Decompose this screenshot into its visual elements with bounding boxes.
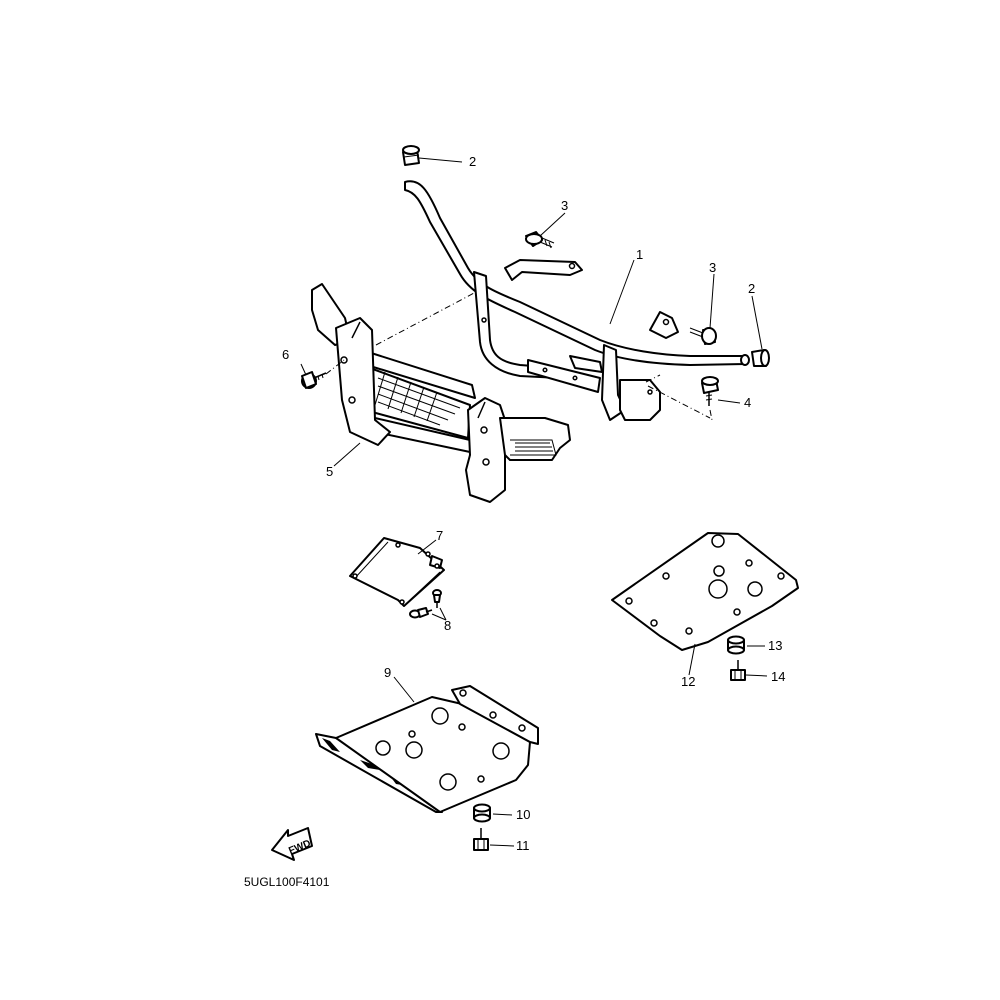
callout-10: 10 <box>516 807 530 822</box>
flange-bolt-part-3-left[interactable] <box>525 231 555 249</box>
callout-4: 4 <box>744 395 751 410</box>
bolt-part-6[interactable] <box>301 371 327 389</box>
skid-plate-part-12[interactable] <box>611 532 799 651</box>
front-guard-part-5[interactable] <box>311 283 571 503</box>
callout-14: 14 <box>771 669 785 684</box>
leader-lines <box>300 157 768 847</box>
flange-bolt-part-3-right[interactable] <box>689 327 717 345</box>
bolt-part-11[interactable] <box>473 828 489 851</box>
callout-3-left: 3 <box>561 198 568 213</box>
screw-part-8-upper[interactable] <box>432 589 442 608</box>
callout-11: 11 <box>516 838 530 853</box>
callout-13: 13 <box>768 638 782 653</box>
collar-part-13[interactable] <box>727 635 745 655</box>
tube-cap-part-2-left[interactable] <box>402 145 420 166</box>
diagram-code: 5UGL100F4101 <box>244 875 330 889</box>
callout-7: 7 <box>436 528 443 543</box>
bolt-part-4[interactable] <box>701 376 719 406</box>
collar-part-10[interactable] <box>473 803 491 823</box>
callout-8: 8 <box>444 618 451 633</box>
callout-12: 12 <box>681 674 695 689</box>
callout-1: 1 <box>636 247 643 262</box>
callout-2-right: 2 <box>748 281 755 296</box>
forward-direction-arrow-icon: FWD <box>271 827 313 861</box>
callout-5: 5 <box>326 464 333 479</box>
callout-9: 9 <box>384 665 391 680</box>
bolt-part-14[interactable] <box>730 660 746 681</box>
guard-plate-part-7[interactable] <box>349 537 445 607</box>
screw-part-8-lower[interactable] <box>409 607 433 619</box>
callout-2-left: 2 <box>469 154 476 169</box>
skid-plate-part-9[interactable] <box>315 685 539 813</box>
tube-cap-part-2-right[interactable] <box>751 349 770 367</box>
callout-6: 6 <box>282 347 289 362</box>
callout-3-right: 3 <box>709 260 716 275</box>
guard-frame-part-1[interactable] <box>404 180 750 421</box>
